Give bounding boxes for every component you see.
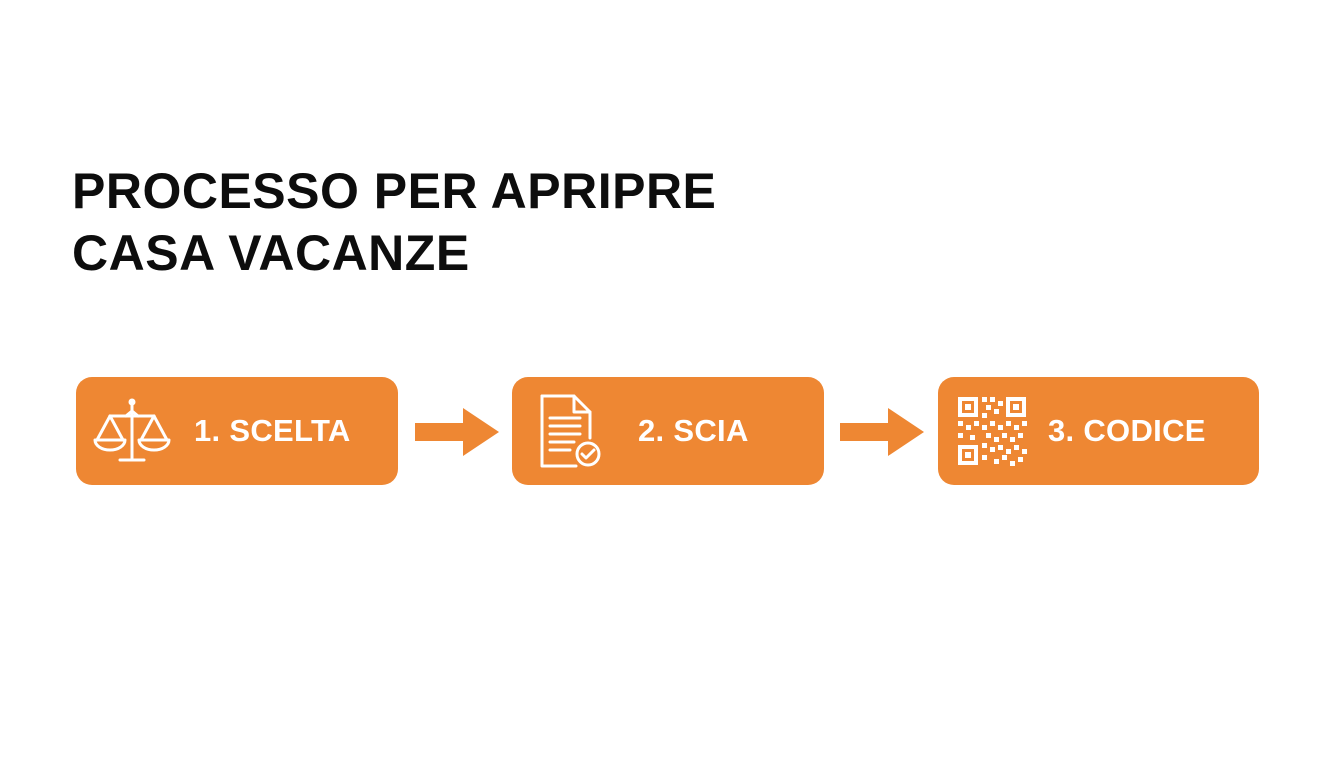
scales-icon: [90, 396, 174, 466]
step-codice: 3. CODICE: [938, 377, 1259, 485]
step-label: 1. SCELTA: [194, 413, 351, 448]
document-check-icon: [536, 392, 604, 470]
step-label: 3. CODICE: [1048, 413, 1206, 448]
step-label: 2. SCIA: [638, 413, 749, 448]
arrow-right-icon: [415, 408, 499, 456]
page-title: PROCESSO PER APRIPRE CASA VACANZE: [72, 160, 716, 284]
title-line-2: CASA VACANZE: [72, 225, 470, 281]
qr-code-icon: [956, 395, 1028, 467]
title-line-1: PROCESSO PER APRIPRE: [72, 163, 717, 219]
arrow-right-icon: [840, 408, 924, 456]
step-scia: 2. SCIA: [512, 377, 824, 485]
step-scelta: 1. SCELTA: [76, 377, 398, 485]
